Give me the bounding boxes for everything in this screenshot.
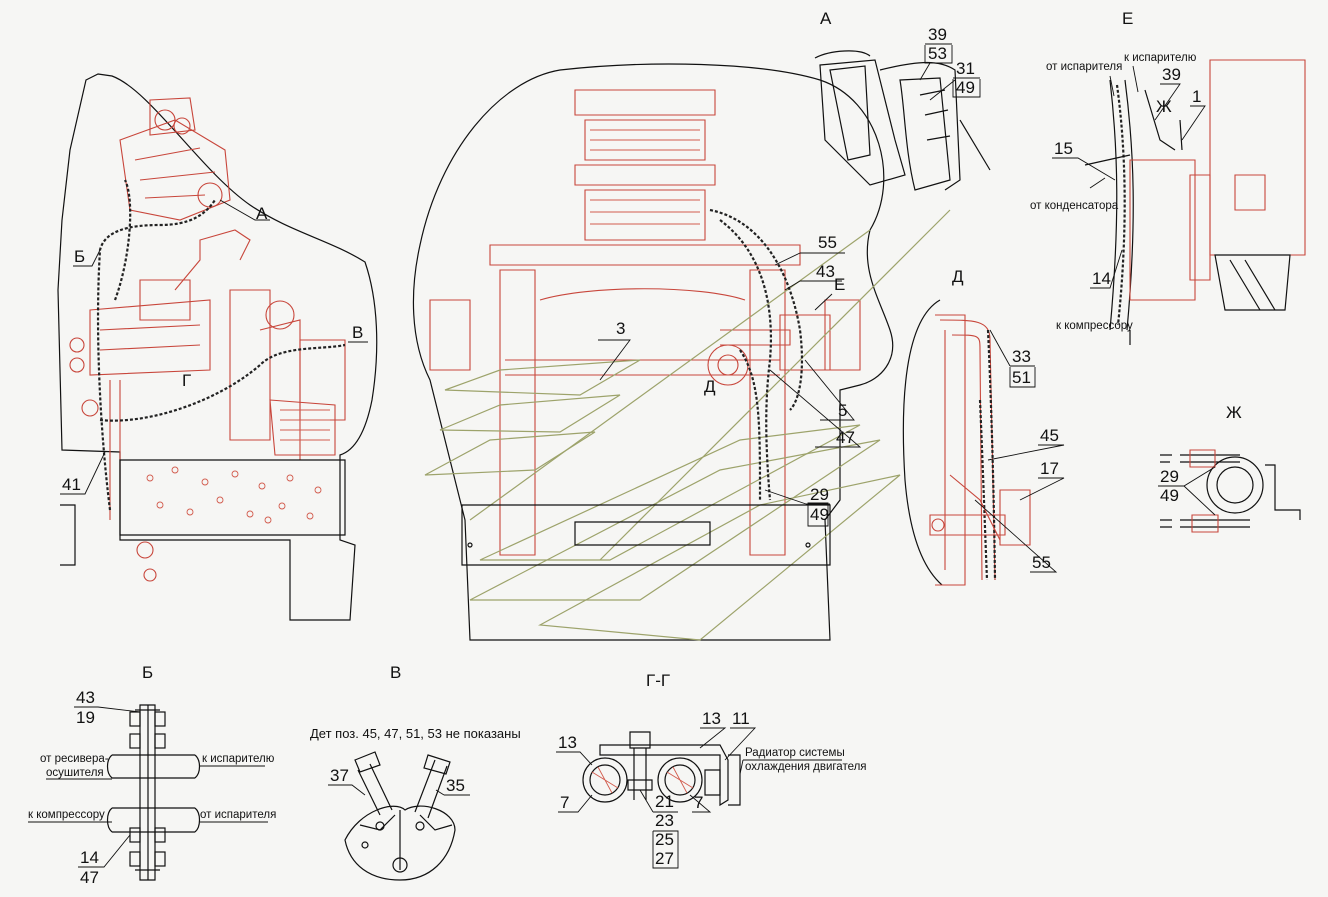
view-V: В Дет поз. 45, 47, 51, 53 не показаны 37…: [310, 663, 521, 881]
view-B-from-receiver-1: от ресивера-: [40, 753, 109, 765]
view-A-pos-39: 39: [928, 25, 947, 44]
view-A-pos-53: 53: [928, 44, 947, 63]
label-G-main: Г: [182, 371, 191, 390]
pos-47-center: 47: [836, 428, 855, 447]
view-V-pos-35: 35: [446, 776, 465, 795]
view-Zh-pos-29: 29: [1160, 467, 1179, 486]
view-D-pos-33: 33: [1012, 347, 1031, 366]
view-E-pos-15: 15: [1054, 139, 1073, 158]
label-V-main: В: [352, 323, 363, 342]
view-GG-title: Г-Г: [646, 671, 670, 690]
view-B-to-compressor: к компрессору: [28, 809, 105, 821]
view-D-title: Д: [952, 267, 964, 286]
view-B-pos-43: 43: [76, 688, 95, 707]
view-V-title: В: [390, 663, 401, 682]
view-GG-pos-11: 11: [732, 709, 750, 728]
view-GG-radiator-1: Радиатор системы: [745, 747, 845, 759]
view-B-pos-19: 19: [76, 708, 95, 727]
view-B-from-receiver-2: осушителя: [46, 767, 104, 779]
view-B-pos-47: 47: [80, 868, 99, 887]
view-D-pos-51: 51: [1012, 368, 1031, 387]
view-E-from-condenser: от конденсатора: [1030, 200, 1119, 212]
view-E-from-evaporator: от испарителя: [1046, 61, 1122, 73]
view-Zh-title: Ж: [1226, 403, 1242, 422]
view-GG-pos-25: 25: [655, 830, 674, 849]
pos-29-center: 29: [810, 485, 829, 504]
view-D-pos-55: 55: [1032, 553, 1051, 572]
pos-49-center: 49: [810, 505, 829, 524]
label-B-main: Б: [74, 247, 85, 266]
view-E: Е от испарителя к испарителю 39 Ж 1 15 о…: [1030, 9, 1306, 345]
view-GG: Г-Г 13 13 11 Радиатор системы охлаждения…: [556, 671, 867, 869]
view-B-title: Б: [142, 663, 153, 682]
view-Zh-pos-49: 49: [1160, 486, 1179, 505]
view-E-to-compressor: к компрессору: [1056, 320, 1133, 332]
view-GG-pos-13b: 13: [702, 709, 721, 728]
view-B: Б 43 19 от ресивера- осушителя к испарит…: [28, 663, 276, 887]
view-E-title: Е: [1122, 9, 1133, 28]
view-GG-pos-23: 23: [655, 811, 674, 830]
main-center-view: 3 55 43 Е 5 47 Д 29 49: [412, 63, 951, 641]
view-E-pos-14: 14: [1092, 269, 1111, 288]
view-V-note: Дет поз. 45, 47, 51, 53 не показаны: [310, 726, 521, 741]
view-GG-pos-7a: 7: [560, 793, 569, 812]
main-left-view: А Б В Г 41: [57, 73, 378, 621]
view-D-pos-17: 17: [1040, 459, 1059, 478]
view-E-pos-1: 1: [1192, 87, 1201, 106]
view-A-title: А: [820, 9, 832, 28]
view-D: Д 33 51 45 17 55: [902, 267, 1065, 586]
view-A: А 39 53 31 49: [814, 9, 991, 191]
pos-55-center: 55: [818, 233, 837, 252]
label-E-center: Е: [834, 275, 845, 294]
view-A-pos-49: 49: [956, 78, 975, 97]
label-A-main: А: [256, 204, 268, 223]
view-Zh: Ж 29 49: [1158, 403, 1301, 533]
view-B-from-evaporator: от испарителя: [200, 809, 276, 821]
view-E-pos-39: 39: [1162, 65, 1181, 84]
view-E-label-Zh: Ж: [1156, 97, 1172, 116]
view-A-pos-31: 31: [956, 59, 975, 78]
view-E-to-evaporator: к испарителю: [1124, 52, 1197, 64]
view-D-pos-45: 45: [1040, 426, 1059, 445]
view-GG-radiator-2: охлаждения двигателя: [745, 761, 867, 773]
view-B-pos-14: 14: [80, 848, 99, 867]
pos-43-center: 43: [816, 262, 835, 281]
label-D-center: Д: [704, 377, 716, 396]
pos-3: 3: [616, 319, 625, 338]
pos-41: 41: [62, 475, 81, 494]
view-GG-pos-21: 21: [655, 792, 674, 811]
view-B-to-evaporator: к испарителю: [202, 753, 275, 765]
view-V-pos-37: 37: [330, 766, 349, 785]
view-GG-pos-27: 27: [655, 849, 674, 868]
pos-5: 5: [838, 401, 847, 420]
view-GG-pos-13a: 13: [558, 733, 577, 752]
